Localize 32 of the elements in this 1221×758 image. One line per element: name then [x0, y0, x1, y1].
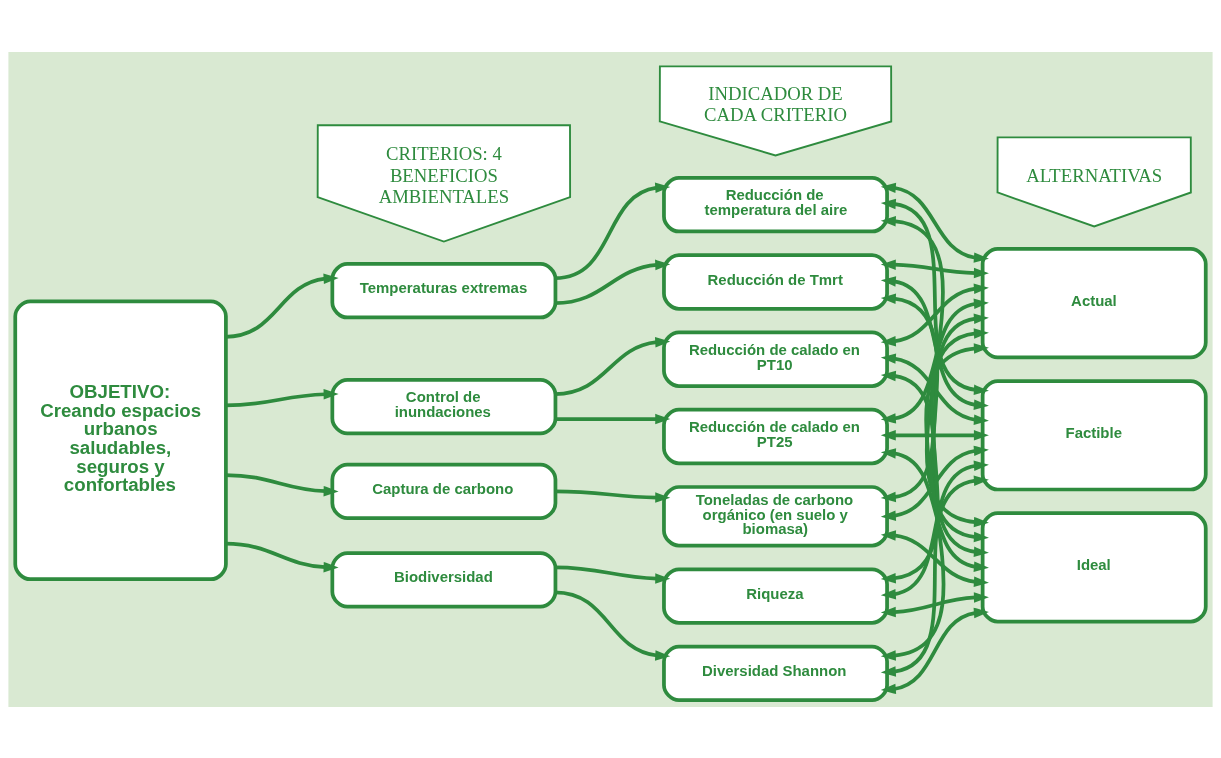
arrow — [880, 298, 989, 424]
arrow — [225, 541, 339, 572]
arrow — [880, 312, 989, 502]
arrow — [880, 460, 989, 599]
arrow — [225, 388, 339, 407]
arrow — [880, 445, 989, 521]
arrow — [880, 292, 989, 542]
arrow — [880, 342, 989, 661]
arrow — [554, 589, 671, 661]
arrow — [880, 198, 989, 395]
arrow — [554, 182, 671, 280]
arrow — [880, 327, 989, 583]
arrow — [554, 336, 671, 396]
arrow — [880, 447, 989, 572]
arrow — [880, 352, 989, 425]
arrow — [880, 370, 989, 557]
arrow — [880, 607, 989, 694]
arrow — [880, 258, 989, 278]
arrow — [225, 472, 339, 496]
arrow — [880, 429, 989, 441]
arrow — [225, 273, 339, 339]
arrow — [880, 591, 989, 617]
arrow — [880, 283, 989, 346]
arrow — [880, 215, 989, 527]
arrow — [880, 275, 989, 410]
arrow — [554, 413, 671, 424]
arrow — [554, 489, 671, 503]
arrow — [554, 259, 671, 305]
arrow — [880, 182, 989, 263]
arrow — [880, 474, 989, 677]
arrow — [880, 529, 989, 587]
arrow — [554, 565, 671, 584]
